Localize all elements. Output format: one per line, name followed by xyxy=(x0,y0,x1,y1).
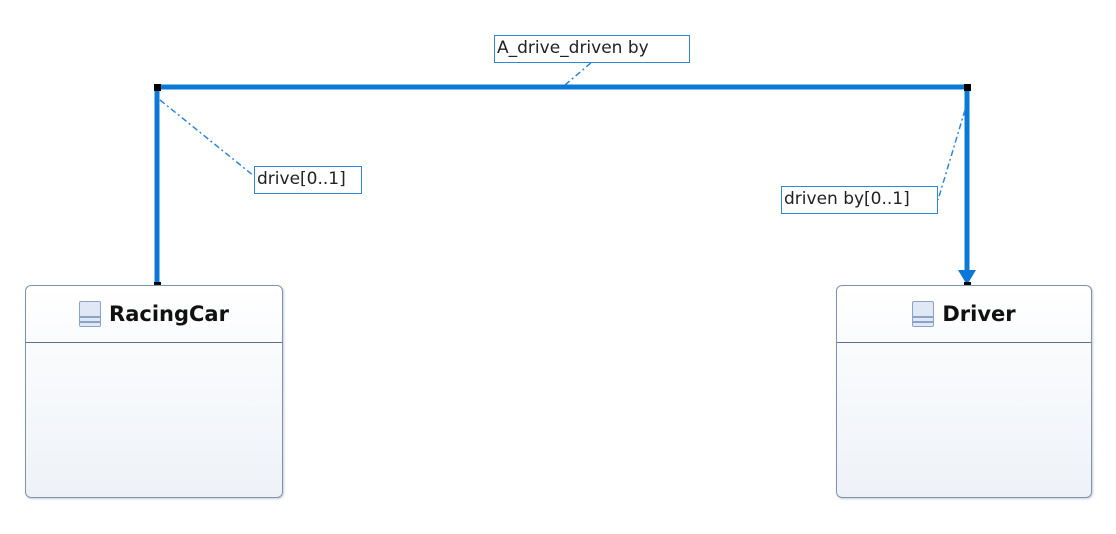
navigability-arrowhead xyxy=(958,270,976,285)
class-icon xyxy=(79,301,102,327)
class-racingcar[interactable]: RacingCar xyxy=(25,285,283,498)
association-line[interactable] xyxy=(154,84,970,285)
class-name: RacingCar xyxy=(109,302,229,326)
class-driver[interactable]: Driver xyxy=(836,285,1092,498)
end-label-link-drive xyxy=(159,99,255,177)
end-label-driven-by[interactable]: driven by[0..1] xyxy=(781,186,938,214)
name-label-link xyxy=(564,61,593,86)
association-name-label[interactable]: A_drive_driven by xyxy=(494,35,690,63)
bend-handle[interactable] xyxy=(154,84,161,91)
class-header: Driver xyxy=(837,286,1091,343)
end-label-link-driven-by xyxy=(937,109,966,201)
class-header: RacingCar xyxy=(26,286,282,343)
bend-handle[interactable] xyxy=(964,84,971,91)
end-label-drive[interactable]: drive[0..1] xyxy=(254,166,362,194)
class-icon xyxy=(912,301,935,327)
class-name: Driver xyxy=(942,302,1016,326)
